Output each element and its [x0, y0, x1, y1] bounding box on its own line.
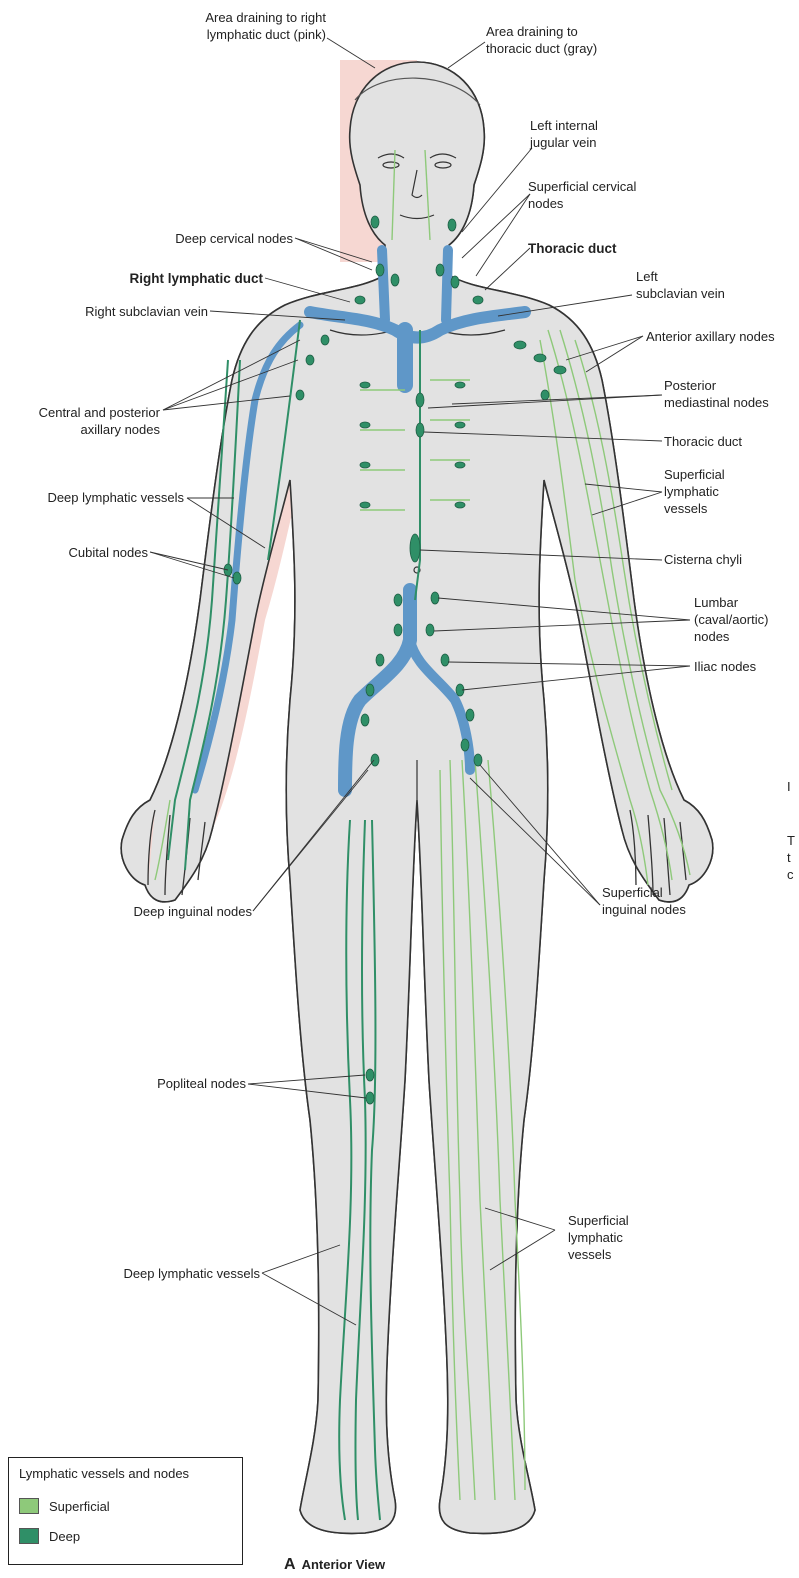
legend: Lymphatic vessels and nodes Superficial …: [8, 1457, 243, 1565]
edge-glyph: c: [787, 866, 794, 883]
label-superficial-cervical: Superficial cervical nodes: [528, 178, 708, 212]
label-deep-vessels-leg: Deep lymphatic vessels: [80, 1265, 260, 1282]
label-right-subclavian: Right subclavian vein: [40, 303, 208, 320]
label-cubital: Cubital nodes: [20, 544, 148, 561]
label-right-lymphatic-duct: Right lymphatic duct: [90, 270, 263, 287]
label-iliac: Iliac nodes: [694, 658, 794, 675]
label-cisterna: Cisterna chyli: [664, 551, 784, 568]
superficial-swatch: [19, 1498, 39, 1514]
caption-text: Anterior View: [302, 1557, 386, 1572]
legend-label: Deep: [49, 1529, 80, 1544]
legend-item-superficial: Superficial: [19, 1498, 110, 1514]
label-anterior-axillary: Anterior axillary nodes: [646, 328, 799, 345]
deep-swatch: [19, 1528, 39, 1544]
label-thoracic-duct-bold: Thoracic duct: [528, 240, 678, 257]
legend-title: Lymphatic vessels and nodes: [19, 1466, 189, 1481]
legend-label: Superficial: [49, 1499, 110, 1514]
label-area-right: Area draining to right lymphatic duct (p…: [150, 9, 326, 43]
label-popliteal: Popliteal nodes: [100, 1075, 246, 1092]
edge-glyph: t: [787, 849, 791, 866]
edge-glyph: I: [787, 778, 791, 795]
label-left-subclavian: Left subclavian vein: [636, 268, 786, 302]
label-central-posterior-axillary: Central and posterior axillary nodes: [0, 404, 160, 438]
caption-letter: A: [284, 1556, 296, 1573]
view-caption: A Anterior View: [284, 1556, 385, 1574]
label-superficial-inguinal: Superficial inguinal nodes: [602, 884, 732, 918]
label-superficial-vessels-leg: Superficial lymphatic vessels: [568, 1212, 688, 1263]
label-deep-cervical: Deep cervical nodes: [120, 230, 293, 247]
label-deep-inguinal: Deep inguinal nodes: [80, 903, 252, 920]
label-lumbar: Lumbar (caval/aortic) nodes: [694, 594, 799, 645]
label-posterior-mediastinal: Posterior mediastinal nodes: [664, 377, 798, 411]
label-left-internal-jugular: Left internal jugular vein: [530, 117, 660, 151]
label-deep-vessels-arm: Deep lymphatic vessels: [4, 489, 184, 506]
legend-item-deep: Deep: [19, 1528, 80, 1544]
edge-glyph: T: [787, 832, 795, 849]
label-superficial-vessels-arm: Superficial lymphatic vessels: [664, 466, 784, 517]
label-area-thoracic: Area draining to thoracic duct (gray): [486, 23, 646, 57]
label-thoracic-duct: Thoracic duct: [664, 433, 784, 450]
